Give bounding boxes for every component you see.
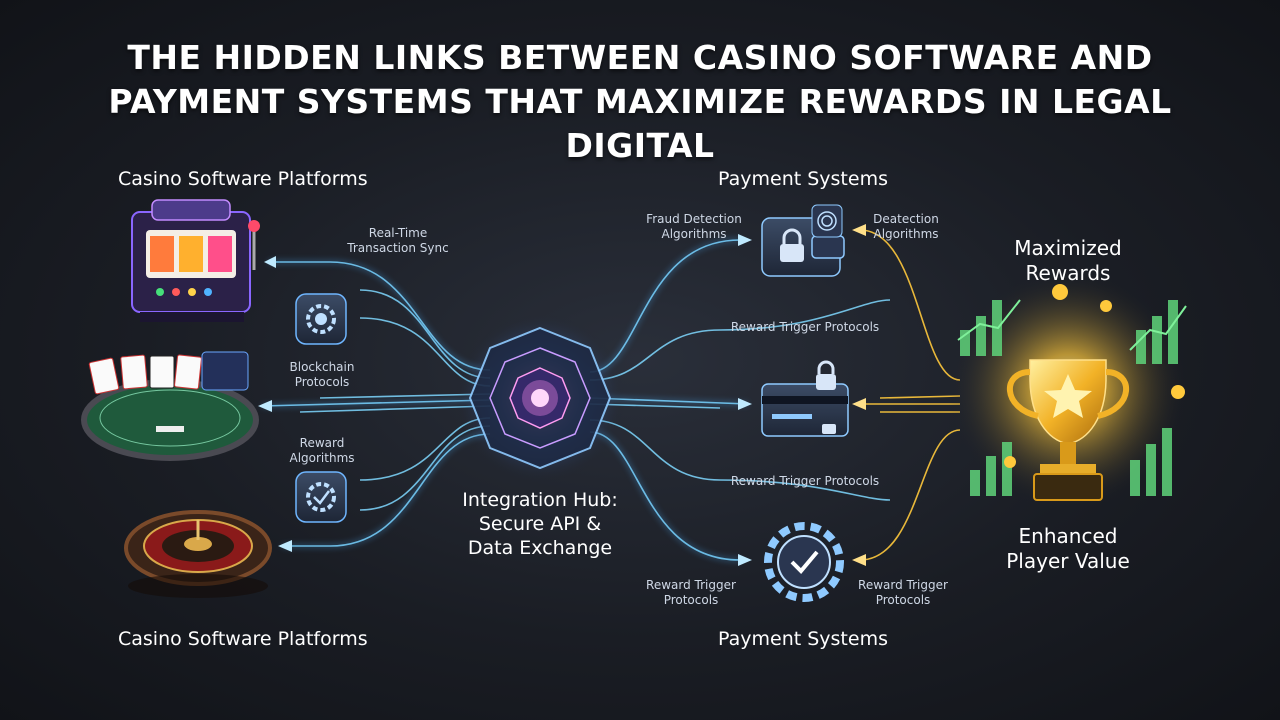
casino-platforms-header-bottom: Casino Software Platforms: [118, 628, 368, 650]
label-reward-trigger-mid: Reward Trigger Protocols: [730, 474, 880, 488]
gold-flow-lines: [859, 229, 961, 561]
integration-hub-label: Integration Hub: Secure API & Data Excha…: [448, 488, 632, 560]
label-reward-trigger-bottom-right: Reward Trigger Protocols: [856, 578, 950, 608]
card-table-icon: [81, 351, 259, 461]
label-transaction-sync-line-1: Real-Time: [368, 226, 428, 240]
trophy-icon: [1006, 359, 1130, 501]
enhanced-player-value-line-2: Player Value: [1006, 549, 1130, 573]
title-line-2: PAYMENT SYSTEMS THAT MAXIMIZE REWARDS IN…: [108, 82, 1172, 165]
label-rt-right-line-2: Protocols: [875, 593, 931, 607]
label-fraud-detection-line-2: Algorithms: [661, 227, 727, 241]
wallet-lock-icon: [761, 204, 845, 277]
label-blockchain-line-1: Blockchain: [289, 360, 355, 374]
slot-machine-icon: [131, 199, 260, 322]
label-blockchain-line-2: Protocols: [294, 375, 350, 389]
label-rt-left-line-1: Reward Trigger: [646, 578, 736, 592]
casino-platforms-header-top: Casino Software Platforms: [118, 168, 368, 190]
payment-systems-header-top: Payment Systems: [718, 168, 888, 190]
label-transaction-sync-line-2: Transaction Sync: [347, 241, 449, 255]
hub-label-line-2: Secure API &: [478, 513, 602, 535]
title-line-1: THE HIDDEN LINKS BETWEEN CASINO SOFTWARE…: [127, 38, 1153, 77]
integration-hub-graphic: [455, 313, 625, 483]
label-blockchain-protocols: Blockchain Protocols: [272, 360, 372, 390]
gold-arrowheads: [852, 224, 866, 566]
label-fraud-detection: Fraud Detection Algorithms: [630, 212, 758, 242]
label-rt-left-line-2: Protocols: [663, 593, 719, 607]
payment-systems-header-bottom: Payment Systems: [718, 628, 888, 650]
roulette-icon: [124, 510, 272, 598]
enhanced-player-value-line-1: Enhanced: [1018, 524, 1118, 548]
enhanced-player-value-label: Enhanced Player Value: [988, 524, 1148, 574]
label-reward-algorithms-line-2: Algorithms: [289, 451, 355, 465]
label-rt-right-line-1: Reward Trigger: [858, 578, 948, 592]
label-reward-trigger-top: Reward Trigger Protocols: [730, 320, 880, 334]
label-transaction-sync: Real-Time Transaction Sync: [340, 226, 456, 256]
label-reward-algorithms: Reward Algorithms: [272, 436, 372, 466]
maximized-rewards-line-1: Maximized: [1014, 236, 1122, 260]
page-title: THE HIDDEN LINKS BETWEEN CASINO SOFTWARE…: [40, 36, 1240, 168]
label-detection-line-2: Algorithms: [873, 227, 939, 241]
credit-card-lock-icon: [761, 360, 849, 437]
hub-label-line-1: Integration Hub:: [462, 489, 618, 511]
maximized-rewards-line-2: Rewards: [1025, 261, 1111, 285]
checkmark-gear-icon: [295, 471, 347, 523]
label-reward-algorithms-line-1: Reward: [299, 436, 345, 450]
payment-gear-icon: [764, 522, 844, 602]
left-arrowheads: [258, 256, 292, 552]
label-detection-line-1: Deatection: [873, 212, 939, 226]
label-fraud-detection-line-1: Fraud Detection: [646, 212, 742, 226]
label-reward-trigger-bottom-left: Reward Trigger Protocols: [644, 578, 738, 608]
maximized-rewards-label: Maximized Rewards: [988, 236, 1148, 286]
label-detection-algorithms: Deatection Algorithms: [858, 212, 954, 242]
gear-icon: [295, 293, 347, 345]
right-arrowheads: [738, 234, 752, 566]
hub-label-line-3: Data Exchange: [467, 537, 613, 559]
